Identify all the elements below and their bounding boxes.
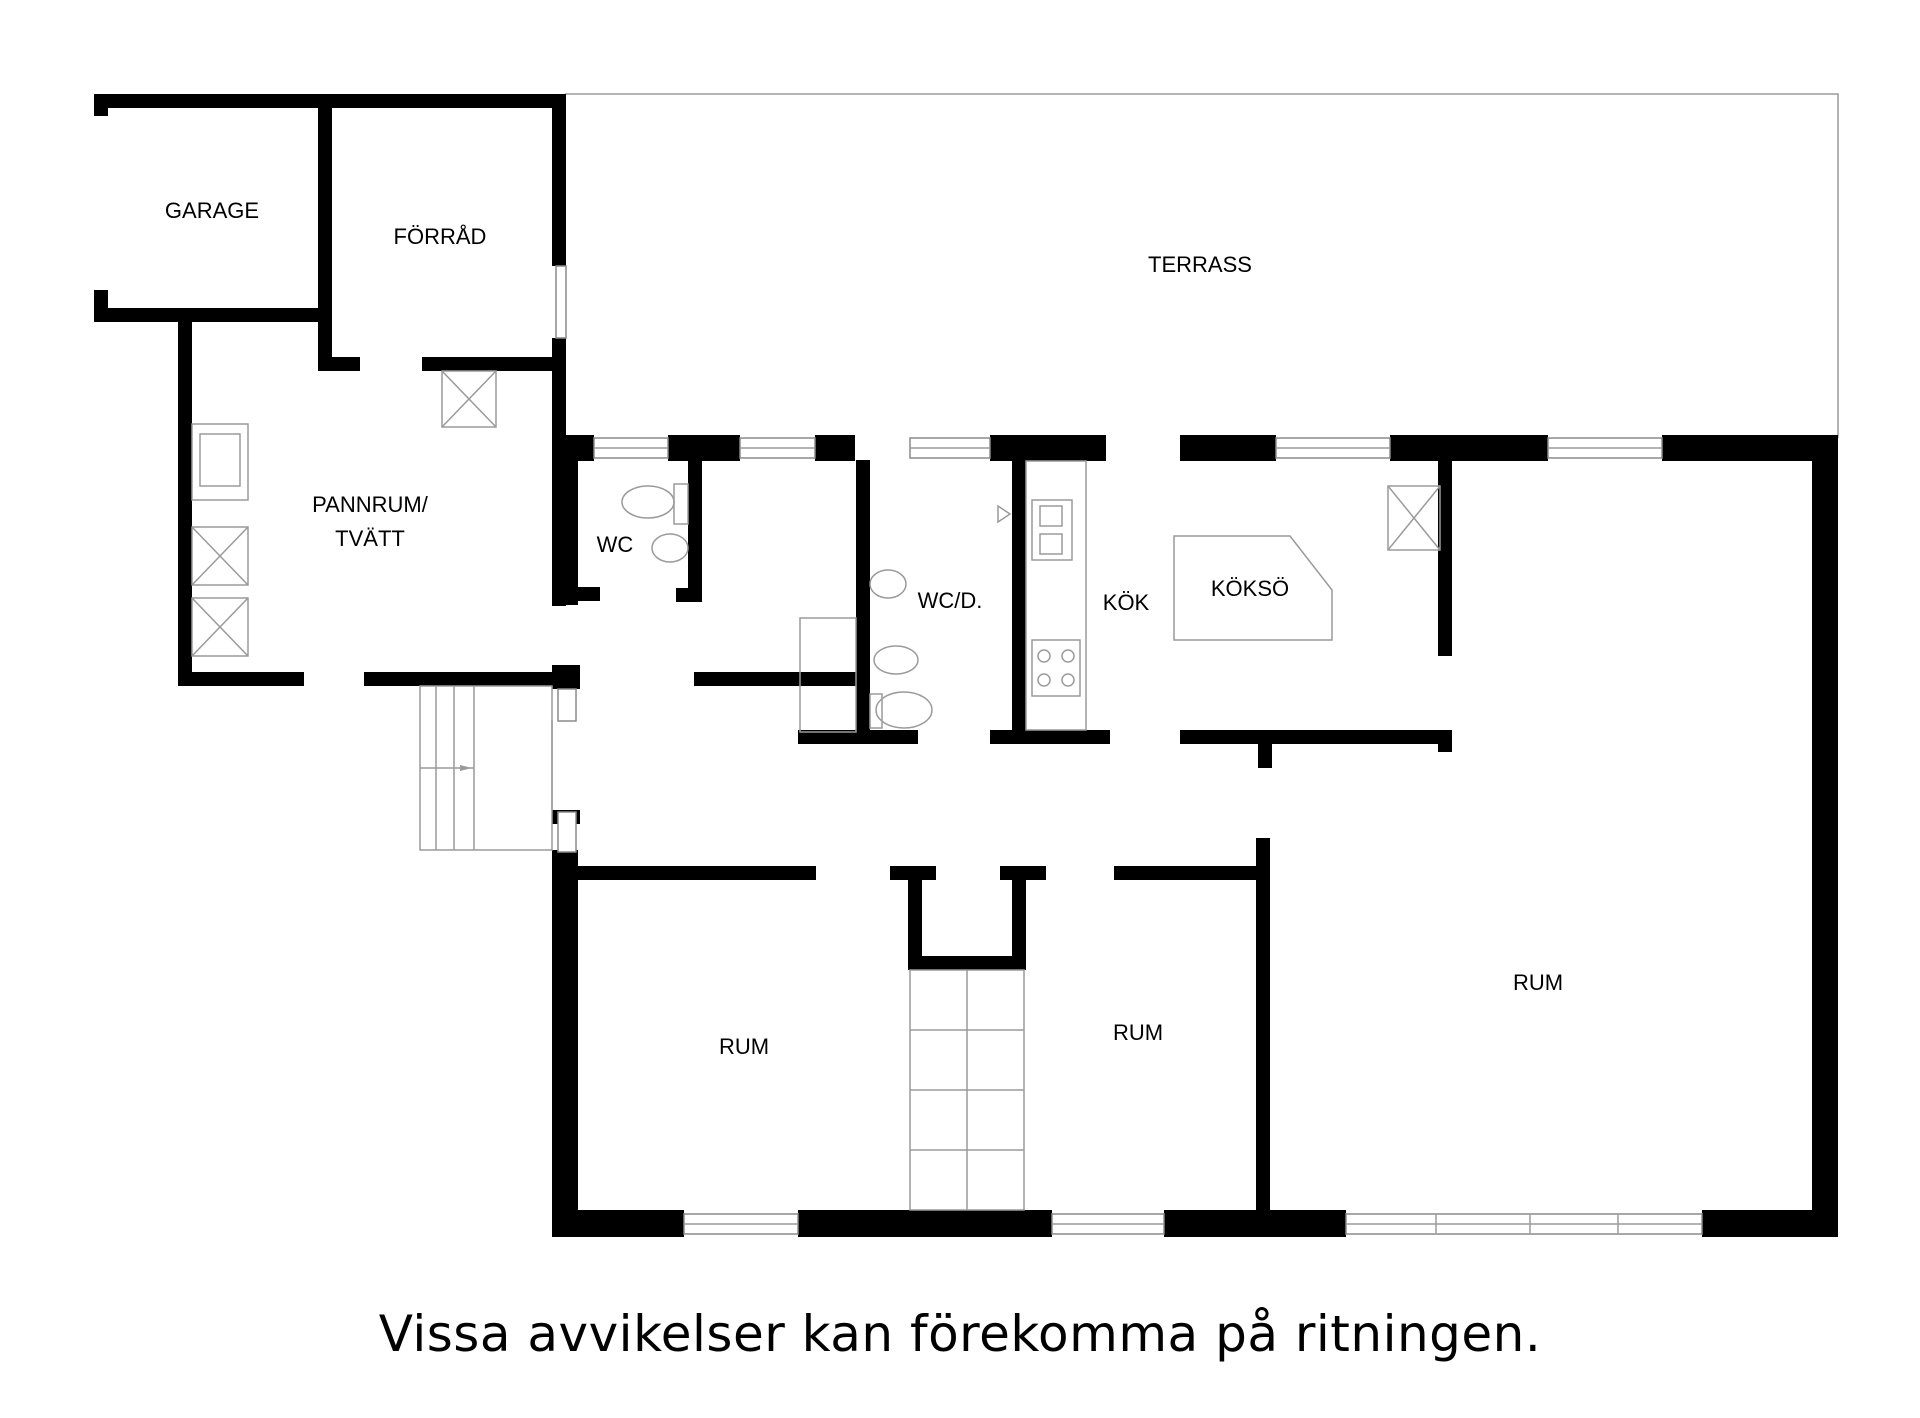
entry-stairs [419, 685, 553, 851]
room-label-pannrum-line2: TVÄTT [335, 526, 405, 551]
room-label-wc: WC [597, 532, 634, 557]
room-label-rum-left: RUM [719, 1034, 769, 1059]
walls [94, 94, 1838, 1237]
room-label-forrad: FÖRRÅD [394, 224, 487, 249]
windows [555, 265, 1703, 1235]
disclaimer-caption: Vissa avvikelser kan förekomma på ritnin… [378, 1305, 1542, 1363]
room-label-garage: GARAGE [165, 198, 259, 223]
room-label-kok: KÖK [1103, 590, 1150, 615]
room-labels: GARAGE FÖRRÅD TERRASS PANNRUM/ TVÄTT WC … [165, 198, 1563, 1059]
room-label-rum-right: RUM [1513, 970, 1563, 995]
room-label-pannrum-line1: PANNRUM/ [312, 492, 429, 517]
room-label-terrass: TERRASS [1148, 252, 1252, 277]
room-label-wcd: WC/D. [918, 588, 983, 613]
room-label-rum-middle: RUM [1113, 1020, 1163, 1045]
room-label-koksö: KÖKSÖ [1211, 576, 1289, 601]
fixtures [191, 370, 1441, 1211]
terrace-outline [565, 93, 1839, 438]
